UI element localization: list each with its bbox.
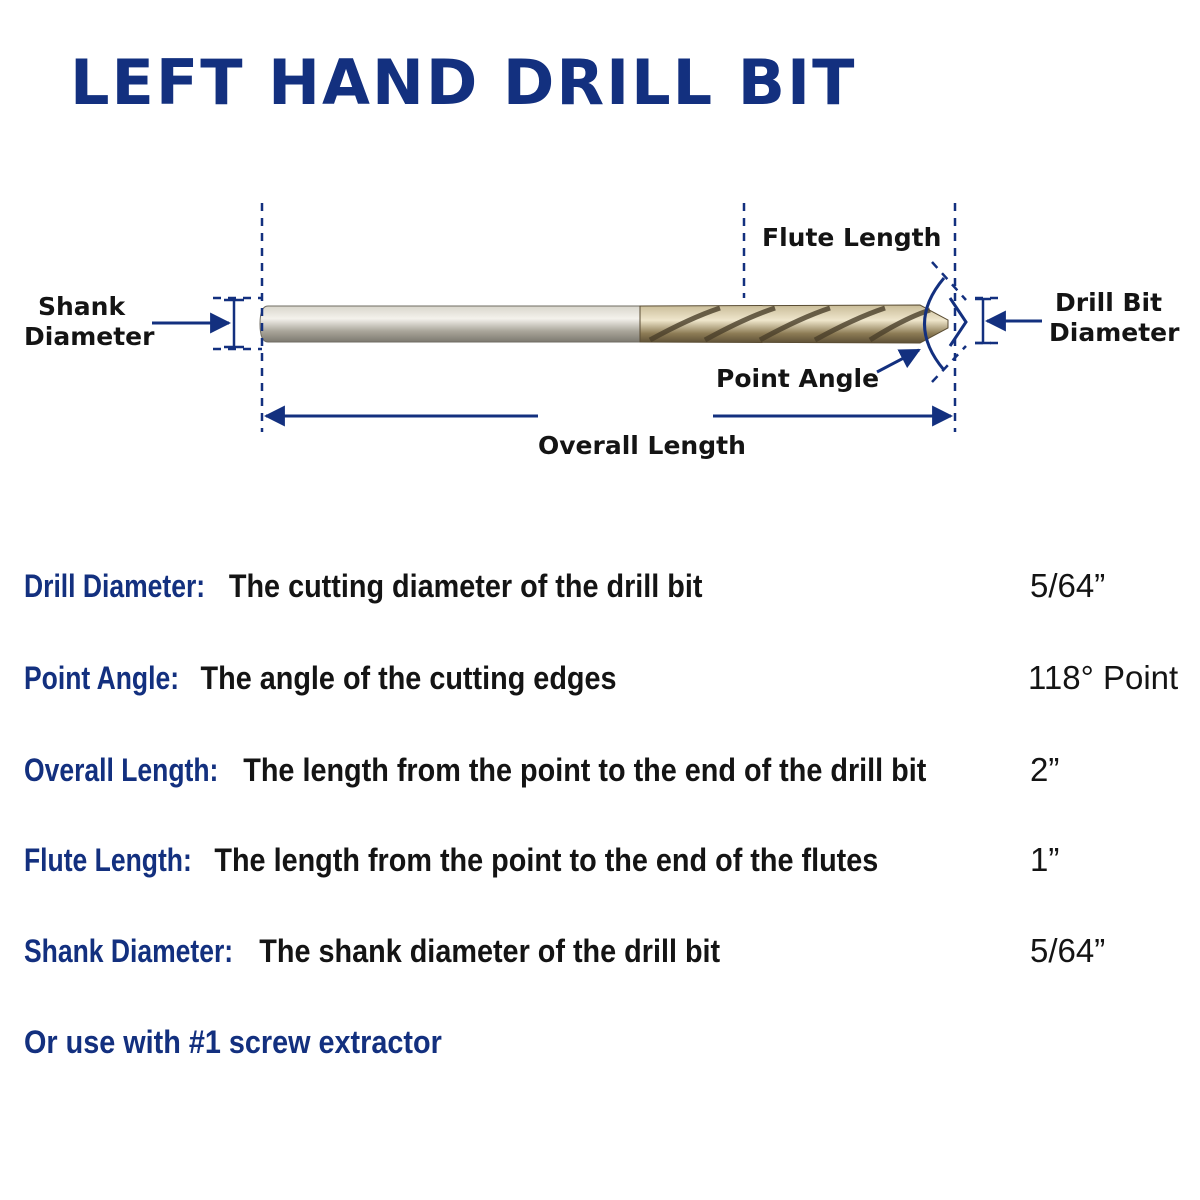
spec-row-shank-diameter: Shank Diameter: The shank diameter of th… (24, 929, 1184, 973)
spec-description: The shank diameter of the drill bit (259, 933, 721, 969)
spec-row-drill-diameter: Drill Diameter: The cutting diameter of … (24, 564, 1184, 608)
page-title: LEFT HAND DRILL BIT (70, 46, 857, 119)
drill-bit-diameter-label: Drill Bit Diameter (1049, 288, 1179, 348)
shank-diameter-label: Shank Diameter (24, 292, 154, 352)
drill-bit-diagram: Shank Diameter Flute Length Drill Bit Di… (0, 0, 1200, 500)
spec-row-overall-length: Overall Length: The length from the poin… (24, 748, 1184, 792)
overall-length-label: Overall Length (538, 431, 746, 460)
drill-bit-diameter-label-line2: Diameter (1049, 318, 1180, 347)
spec-value: 5/64” (1030, 567, 1106, 604)
drill-bit (259, 304, 949, 344)
shank-diameter-label-line2: Diameter (24, 322, 155, 351)
spec-value: 1” (1030, 841, 1060, 878)
drill-bit-diagram-svg (152, 203, 1042, 432)
spec-value: 118° Point (1028, 659, 1179, 696)
spec-row-flute-length: Flute Length: The length from the point … (24, 838, 1184, 882)
spec-main-text: Overall Length: The length from the poin… (24, 748, 926, 792)
spec-description: The angle of the cutting edges (200, 660, 617, 696)
point-angle-label: Point Angle (716, 364, 880, 393)
spec-value: 2” (1030, 751, 1060, 788)
spec-description: The cutting diameter of the drill bit (228, 568, 703, 604)
spec-term: Drill Diameter: (24, 568, 206, 604)
point-angle-chevron (948, 297, 968, 347)
spec-description: The length from the point to the end of … (214, 842, 879, 878)
spec-term: Point Angle: (24, 660, 180, 696)
screw-extractor-note: Or use with #1 screw extractor (24, 1024, 442, 1060)
drill-diameter-bracket (975, 297, 991, 345)
shank-diameter-label-line1: Shank (38, 292, 126, 321)
spec-term: Flute Length: (24, 842, 192, 878)
spec-row-point-angle: Point Angle: The angle of the cutting ed… (24, 656, 1184, 700)
shank-diameter-bracket (224, 298, 244, 349)
spec-main-text: Drill Diameter: The cutting diameter of … (24, 564, 702, 608)
flute-spirals (648, 305, 931, 343)
point-angle-arc (923, 277, 946, 371)
spec-main-text: Flute Length: The length from the point … (24, 838, 878, 882)
spec-main-text: Point Angle: The angle of the cutting ed… (24, 656, 617, 700)
spec-term: Overall Length: (24, 752, 219, 788)
spec-term: Shank Diameter: (24, 933, 234, 969)
spec-description: The length from the point to the end of … (243, 752, 927, 788)
drill-bit-diameter-label-line1: Drill Bit (1055, 288, 1163, 317)
spec-main-text: Shank Diameter: The shank diameter of th… (24, 929, 720, 973)
spec-value: 5/64” (1030, 932, 1106, 969)
flute-length-label: Flute Length (762, 223, 942, 252)
point-angle-arrow (876, 348, 921, 374)
drill-bit-shank (259, 305, 701, 343)
